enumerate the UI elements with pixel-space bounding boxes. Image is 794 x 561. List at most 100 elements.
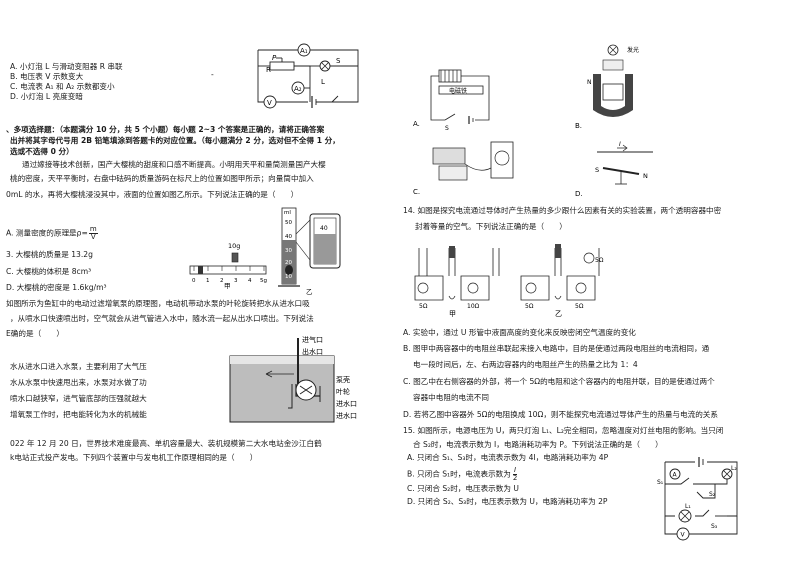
svg-text:R: R [266, 66, 271, 74]
q11-stem-line-1: 通过嫁接等技术创新，国产大樱桃的甜度和口感不断提高。小明用天平和量筒测量国产大樱 [22, 160, 326, 169]
svg-text:ml: ml [284, 210, 291, 216]
q14-option-c-line-2: 容器中电阻的电流不同 [413, 393, 489, 402]
svg-text:A₂: A₂ [294, 85, 302, 93]
svg-text:I: I [619, 141, 621, 148]
svg-text:叶轮: 叶轮 [336, 387, 350, 396]
svg-text:A: A [673, 472, 678, 479]
svg-text:10: 10 [285, 274, 292, 280]
right-column: 电磁铁 S A. 发光 N B. C. I S N D. 1 [397, 0, 794, 561]
svg-text:0: 0 [192, 278, 196, 284]
q12-stem-line-2: ，从喷水口快速喷出时，空气就会从进气管进入水中，随水流一起从出水口喷出。下列说法 [10, 314, 314, 323]
svg-text:5Ω: 5Ω [575, 303, 584, 310]
q14-figure: 5Ω 10Ω 5Ω 5Ω 5Ω 甲 乙 [414, 244, 604, 318]
svg-text:D.: D. [575, 190, 583, 198]
q13-figure-d-oersted: I S N D. [575, 141, 653, 198]
q11-option-b: 3. 大樱桃的质量是 13.2g [6, 250, 93, 259]
svg-text:出水口: 出水口 [302, 347, 323, 356]
q11-stem-line-3: 0mL 的水，再将大樱桃浸没其中，液面的位置如图乙所示。下列说法正确的是（ ） [6, 190, 299, 199]
svg-text:电磁铁: 电磁铁 [449, 87, 467, 95]
q11-stem-line-2: 桃的密度，天平平衡时，右盘中砝码的质量游码在标尺上的位置如图甲所示；向量筒中加入 [10, 174, 314, 183]
prev-option-a: A. 小灯泡 L 与滑动变阻器 R 串联 [10, 62, 123, 71]
svg-text:C.: C. [413, 188, 420, 196]
dash-mark: - [211, 70, 214, 79]
q13-stem-line-2: k电站正式投产发电。下列四个装置中与发电机工作原理相同的是（ ） [10, 453, 258, 462]
q13-figure-b-generator: 发光 N B. [575, 44, 639, 130]
svg-text:10Ω: 10Ω [467, 303, 480, 310]
svg-text:S: S [595, 166, 599, 174]
prev-option-d: D. 小灯泡 L 亮度变暗 [10, 92, 83, 101]
q12-option-a: 水从进水口进入水泵，主要利用了大气压 [10, 362, 147, 371]
svg-text:甲: 甲 [449, 310, 456, 318]
svg-text:5g: 5g [260, 278, 267, 284]
section-header-line-2: 出并将其字母代号用 2B 铅笔填涂到答题卡的对应位置。（每小题满分 2 分，选对… [10, 136, 340, 145]
svg-text:S₂: S₂ [709, 491, 716, 498]
q12-option-d: 增氧泵工作时，把电能转化为水的机械能 [10, 410, 147, 419]
svg-text:V: V [267, 99, 272, 107]
q15-option-a: A. 只闭合 S₁、S₃时，电流表示数为 4I，电路消耗功率为 4P [407, 453, 609, 462]
q11-option-c: C. 大樱桃的体积是 8cm³ [6, 267, 92, 276]
svg-text:20: 20 [285, 260, 292, 266]
q14-option-b-line-2: 电一段时间后，左、右两边容器内的电阻丝产生的热量之比为 1：4 [413, 360, 638, 369]
svg-text:A₁: A₁ [300, 47, 308, 55]
q11-option-d: D. 大樱桃的密度是 1.6kg/m³ [6, 283, 107, 292]
svg-text:L₂: L₂ [731, 465, 737, 472]
svg-text:乙: 乙 [555, 310, 562, 318]
svg-text:V: V [681, 532, 686, 539]
svg-text:进水口: 进水口 [336, 399, 357, 408]
q15-option-d: D. 只闭合 S₂、S₃时，电压表示数为 U，电路消耗功率为 2P [407, 497, 608, 506]
svg-text:40: 40 [320, 225, 328, 232]
q14-stem-line-2: 封着等量的空气。下列说法正确的是（ ） [415, 222, 567, 231]
left-column: A. 小灯泡 L 与滑动变阻器 R 串联 B. 电压表 V 示数变大 C. 电流… [6, 43, 359, 462]
q14-option-b-line-1: B. 图甲中两容器中的电阻丝串联起来接入电路中，目的是使通过两段电阻丝的电流相同… [403, 344, 710, 353]
svg-text:5Ω: 5Ω [419, 303, 428, 310]
section-header-line-1: 、多项选择题：（本题满分 10 分，共 5 个小题）每小题 2~3 个答案是正确… [6, 125, 325, 134]
i-half-numerator: I [512, 466, 518, 475]
svg-text:30: 30 [285, 248, 292, 254]
prev-option-c: C. 电流表 A₁ 和 A₂ 示数都变小 [10, 82, 115, 91]
svg-text:B.: B. [575, 122, 582, 130]
svg-text:P: P [272, 54, 277, 62]
q14-stem-line-1: 14. 如图是探究电流通过导体时产生热量的多少跟什么因素有关的实验装置，两个透明… [403, 206, 722, 215]
svg-text:S: S [445, 125, 449, 132]
rho-denominator: V [90, 233, 96, 241]
svg-text:10g: 10g [228, 242, 240, 250]
svg-text:L: L [321, 78, 325, 86]
svg-text:N: N [587, 79, 592, 86]
svg-text:40: 40 [285, 234, 292, 240]
q14-option-a: A. 实验中，通过 U 形管中液面高度的变化来反映密闭空气温度的变化 [403, 328, 636, 337]
svg-text:A.: A. [413, 120, 420, 128]
svg-text:2: 2 [220, 278, 224, 284]
q15-stem-line-2: 合 S₂时，电流表示数为 I，电路消耗功率为 P。下列说法正确的是（ ） [413, 440, 663, 449]
svg-text:4: 4 [248, 278, 252, 284]
q13-stem-line-1: 022 年 12 月 20 日，世界技术难度最高、单机容量最大、装机规模第二大水… [10, 439, 322, 448]
svg-text:5Ω: 5Ω [525, 303, 534, 310]
q12-option-c: 喷水口越狭窄，进气管底部的压强就越大 [10, 394, 147, 403]
svg-text:进气口: 进气口 [302, 335, 323, 344]
prev-option-b: B. 电压表 V 示数变大 [10, 72, 84, 81]
q12-stem-line-3: E确的是（ ） [6, 329, 64, 338]
svg-text:泵壳: 泵壳 [336, 375, 350, 384]
q12-option-b: 水从水泵中快速甩出来，水泵对水做了功 [10, 378, 147, 387]
q14-option-d: D. 若将乙图中容器外 5Ω的电阻换成 10Ω，则不能探究电流通过导体产生的热量… [403, 410, 718, 419]
rho-numerator: m [88, 225, 98, 234]
q13-figure-a-electromagnet: 电磁铁 S A. [413, 69, 490, 132]
figure-yi-cylinder: ml 50 40 30 20 10 40 乙 [278, 207, 341, 296]
svg-text:S₃: S₃ [711, 523, 718, 530]
svg-text:50: 50 [285, 220, 292, 226]
svg-text:3: 3 [234, 278, 238, 284]
svg-text:5Ω: 5Ω [595, 257, 604, 264]
circuit-diagram-2: A V S₁ S₂ S₃ L₁ L₂ [657, 457, 738, 541]
svg-text:S: S [336, 57, 341, 65]
section-header-line-3: 选或不选得 0 分） [10, 147, 74, 156]
svg-text:乙: 乙 [306, 288, 313, 296]
svg-text:L₁: L₁ [685, 503, 691, 510]
q12-stem-line-1: 如图所示为鱼缸中的电动过滤增氧泵的原理图，电动机带动水泵的叶轮旋转把水从进水口吸 [6, 299, 310, 308]
q13-figure-c-motor-device: C. [413, 141, 514, 196]
figure-pump: 进气口 出水口 泵壳 叶轮 进水口 进水口 [229, 335, 357, 423]
svg-text:进水口: 进水口 [336, 411, 357, 420]
svg-text:甲: 甲 [224, 282, 231, 290]
q14-option-c-line-1: C. 图乙中在右侧容器的外部，将一个 5Ω的电阻和这个容器内的电阻并联，目的是使… [403, 377, 715, 386]
q15-stem-line-1: 15. 如图所示，电源电压为 U，两只灯泡 L₁、L₂完全相同，忽略温度对灯丝电… [403, 426, 724, 435]
